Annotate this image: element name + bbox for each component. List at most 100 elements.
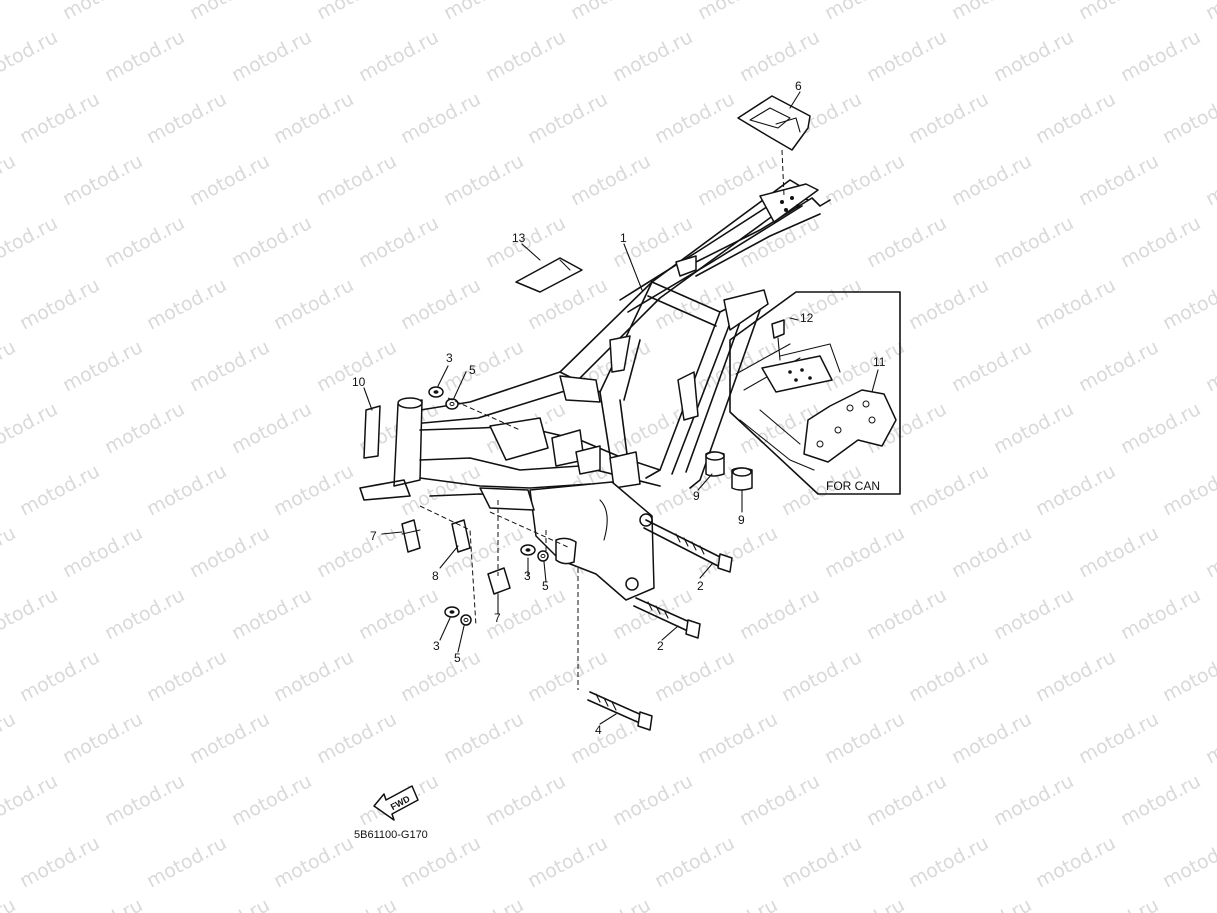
watermark-text: motod.ru (186, 336, 273, 396)
watermark-text: motod.ru (1032, 460, 1119, 520)
frame-body (359, 179, 831, 601)
watermark-text: motod.ru (863, 212, 950, 272)
watermark-text: motod.ru (948, 894, 1035, 913)
callout-7-right: 7 (494, 611, 501, 625)
watermark-text: motod.ru (821, 522, 908, 582)
callouts: 1 2 2 3 3 3 4 5 5 5 6 7 7 8 9 9 10 11 12… (352, 79, 886, 737)
watermark-text: motod.ru (313, 150, 400, 210)
watermark-text: motod.ru (1075, 522, 1162, 582)
watermark-text: motod.ru (186, 0, 273, 24)
watermark-text: motod.ru (1117, 584, 1204, 644)
watermark-text: motod.ru (228, 212, 315, 272)
watermark-text: motod.ru (270, 832, 357, 892)
watermark-text: motod.ru (440, 150, 527, 210)
watermark-text: motod.ru (0, 708, 19, 768)
watermark-text: motod.ru (101, 770, 188, 830)
watermark-text: motod.ru (270, 274, 357, 334)
watermark-text: motod.ru (905, 832, 992, 892)
watermark-text: motod.ru (821, 0, 908, 24)
watermark-text: motod.ru (1202, 336, 1217, 396)
watermark-text: motod.ru (821, 150, 908, 210)
watermark-text: motod.ru (16, 274, 103, 334)
watermark-text: motod.ru (821, 336, 908, 396)
watermark-text: motod.ru (948, 708, 1035, 768)
watermark-text: motod.ru (397, 646, 484, 706)
diagram-code: 5B61100-G170 (354, 829, 428, 841)
watermark-text: motod.ru (609, 26, 696, 86)
watermark-text: motod.ru (59, 336, 146, 396)
watermark-text: motod.ru (228, 398, 315, 458)
watermark-text: motod.ru (101, 584, 188, 644)
watermark-text: motod.ru (948, 522, 1035, 582)
watermark-text: motod.ru (355, 26, 442, 86)
watermark-text: motod.ru (694, 0, 781, 24)
watermark-text: motod.ru (736, 584, 823, 644)
callout-5-upper: 5 (469, 363, 476, 377)
bolt-4 (587, 691, 653, 731)
watermark-text: motod.ru (821, 894, 908, 913)
watermark-text: motod.ru (736, 770, 823, 830)
callout-4: 4 (595, 723, 602, 737)
watermark-text: motod.ru (651, 832, 738, 892)
watermark-text: motod.ru (694, 894, 781, 913)
watermark-text: motod.ru (1117, 398, 1204, 458)
watermark-text: motod.ru (905, 646, 992, 706)
watermark-text: motod.ru (270, 646, 357, 706)
watermark-text: motod.ru (313, 0, 400, 24)
watermark-text: motod.ru (1032, 274, 1119, 334)
watermark-text: motod.ru (567, 150, 654, 210)
part-13-label (515, 257, 583, 293)
watermark-text: motod.ru (101, 398, 188, 458)
watermark-text: motod.ru (863, 770, 950, 830)
watermark-text: motod.ru (736, 212, 823, 272)
washers-3-5 (428, 386, 577, 626)
watermark-text: motod.ru (143, 646, 230, 706)
callout-3-middle: 3 (524, 569, 531, 583)
watermark-text: motod.ru (905, 88, 992, 148)
watermark-text: motod.ru (16, 646, 103, 706)
watermark-text: motod.ru (228, 584, 315, 644)
watermark-text: motod.ru (1075, 150, 1162, 210)
watermark-text: motod.ru (1075, 0, 1162, 24)
watermark-text: motod.ru (355, 584, 442, 644)
callout-2-upper: 2 (697, 579, 704, 593)
watermark-text: motod.ru (59, 708, 146, 768)
watermark-text: motod.ru (0, 212, 61, 272)
watermark-text: motod.ru (778, 274, 865, 334)
watermark-text: motod.ru (143, 88, 230, 148)
watermark-text: motod.ru (186, 150, 273, 210)
callout-9-right: 9 (738, 513, 745, 527)
watermark-text: motod.ru (524, 832, 611, 892)
callout-2-lower: 2 (657, 639, 664, 653)
watermark-text: motod.ru (270, 460, 357, 520)
watermark-text: motod.ru (651, 88, 738, 148)
watermark-text: motod.ru (143, 274, 230, 334)
watermark-text: motod.ru (736, 26, 823, 86)
leader-lines (363, 91, 801, 725)
watermark-text: motod.ru (59, 150, 146, 210)
watermark-text: motod.ru (186, 894, 273, 913)
part-10-strip (363, 405, 381, 459)
watermark-text: motod.ru (440, 894, 527, 913)
watermark-text: motod.ru (778, 832, 865, 892)
watermark-text: motod.ru (1075, 894, 1162, 913)
watermark-text: motod.ru (0, 150, 19, 210)
bolt-2-lower (633, 597, 701, 639)
callout-7-left: 7 (370, 529, 377, 543)
callout-12: 12 (800, 311, 814, 325)
callout-6: 6 (795, 79, 802, 93)
callout-8: 8 (432, 569, 439, 583)
callout-1: 1 (620, 231, 627, 245)
watermark-text: motod.ru (694, 522, 781, 582)
callout-3-lower: 3 (433, 639, 440, 653)
watermark-text: motod.ru (1159, 274, 1217, 334)
watermark-text: motod.ru (1159, 646, 1217, 706)
collars-9 (705, 451, 753, 491)
watermark-text: motod.ru (482, 26, 569, 86)
watermark-text: motod.ru (863, 584, 950, 644)
watermark-text: motod.ru (990, 770, 1077, 830)
watermark-text: motod.ru (778, 646, 865, 706)
watermark-text: motod.ru (0, 770, 61, 830)
watermark-text: motod.ru (990, 398, 1077, 458)
callout-9-left: 9 (693, 489, 700, 503)
